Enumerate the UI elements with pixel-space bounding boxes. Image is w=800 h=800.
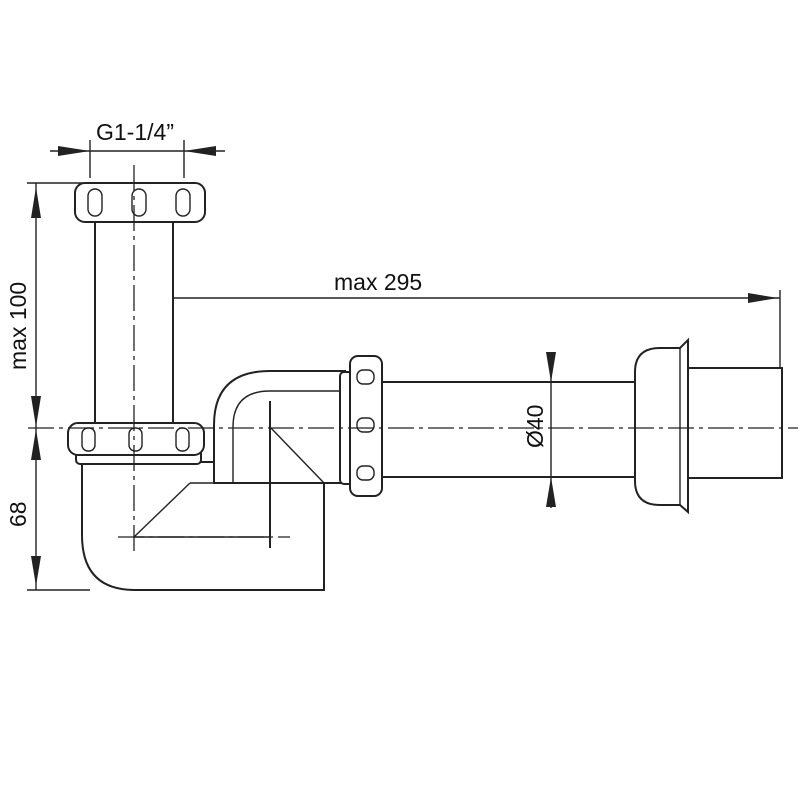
dim-length-label: max 295 — [334, 269, 422, 295]
siphon-body — [81, 370, 346, 591]
lower-ring-nut — [67, 422, 205, 465]
outlet-union-nut — [339, 355, 383, 497]
dim-diameter-label: Ø40 — [522, 405, 548, 448]
wall-rosette — [634, 337, 783, 515]
dim-height-bottom-label: 68 — [5, 501, 31, 527]
dimension-length: max 295 — [136, 269, 781, 368]
dim-height-top-label: max 100 — [5, 282, 31, 370]
dim-thread-label: G1-1/4” — [96, 119, 174, 145]
upper-ring-nut — [74, 182, 206, 223]
center-lines — [28, 165, 798, 555]
horizontal-pipe — [379, 381, 636, 478]
dimension-thread: G1-1/4” — [50, 119, 225, 178]
dimension-diameter: Ø40 — [522, 352, 556, 508]
dimension-vertical: max 100 68 — [5, 182, 90, 591]
